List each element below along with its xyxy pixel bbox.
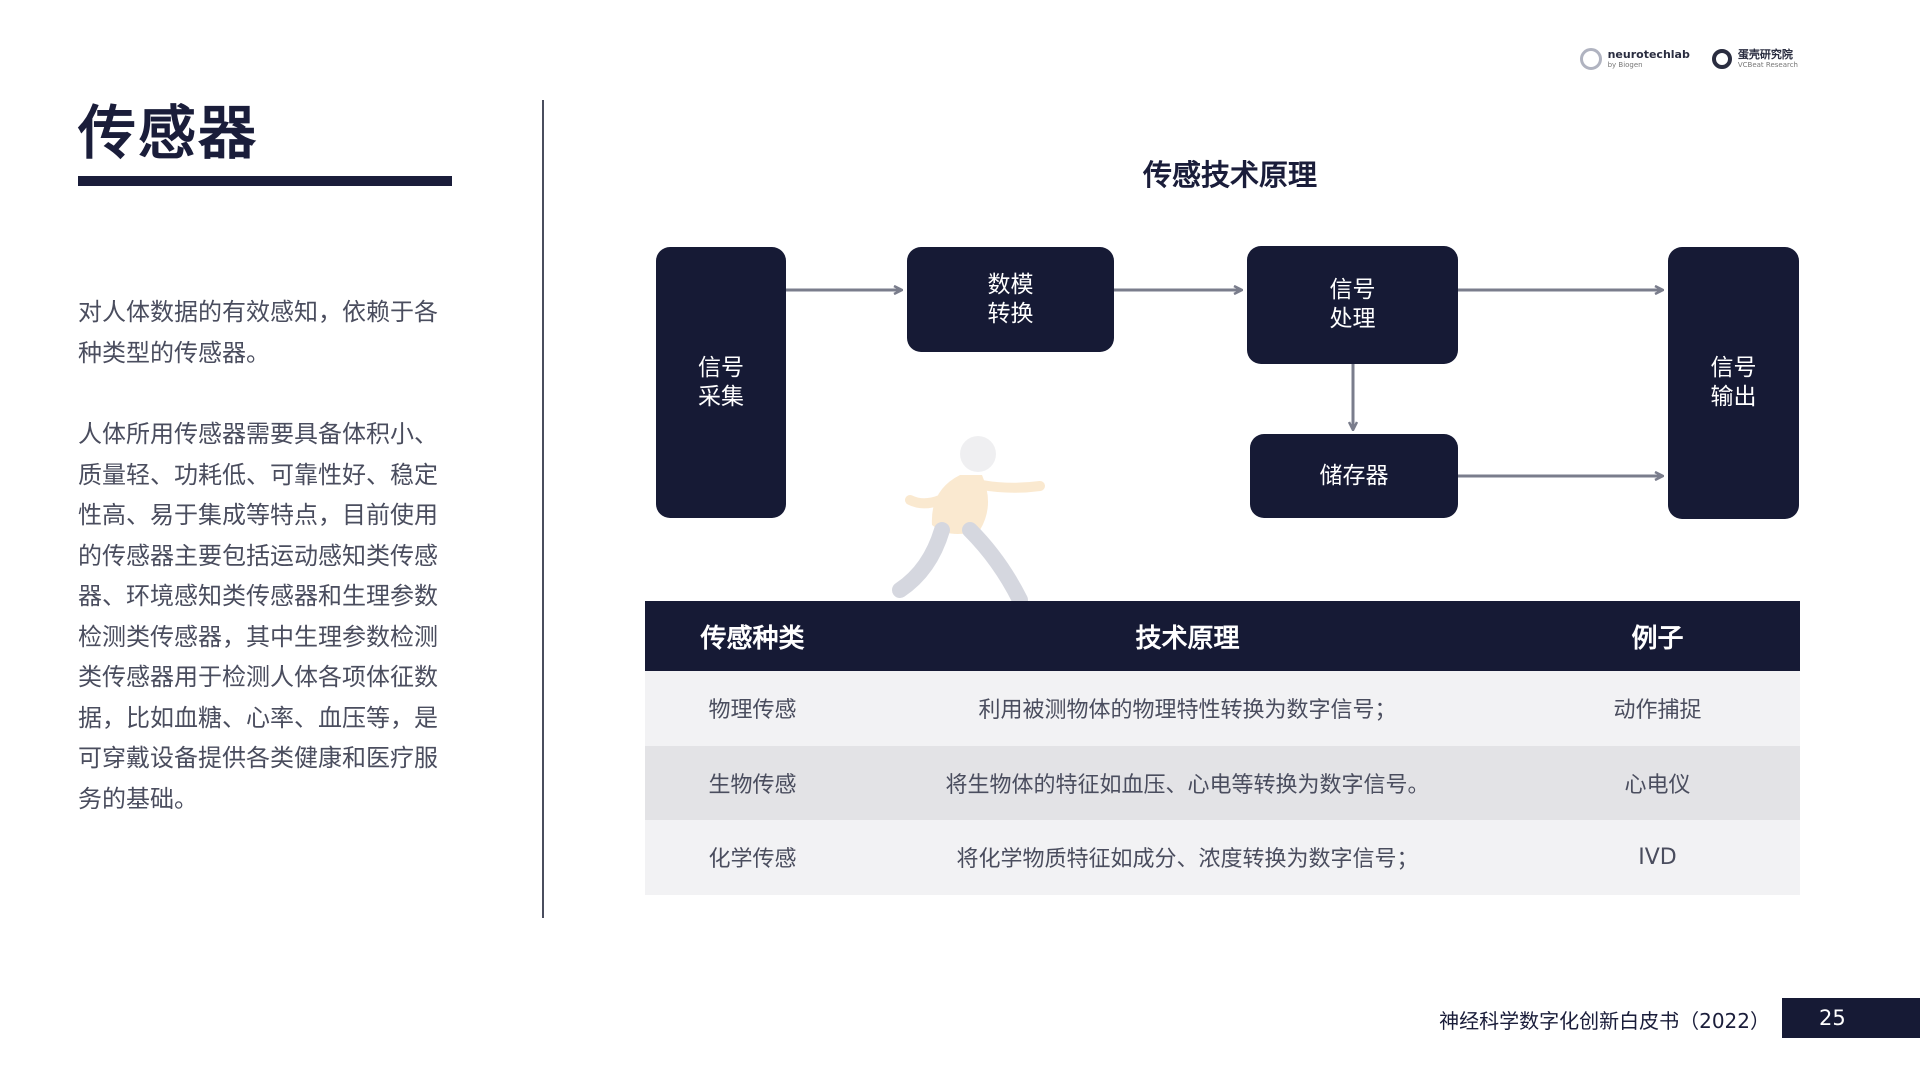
table-header-principle: 技术原理: [860, 601, 1515, 671]
table-cell-type: 生物传感: [645, 745, 860, 820]
vcbeat-logo: 蛋壳研究院 VCBeat Research: [1711, 47, 1798, 70]
vertical-divider: [542, 100, 544, 918]
node-storage-label: 储存器: [1319, 462, 1389, 489]
neurotechlab-logo-icon: [1579, 48, 1602, 70]
neurotechlab-logo-sub: by Biogen: [1607, 60, 1643, 69]
table-header-example: 例子: [1515, 601, 1800, 671]
table-row: 生物传感 将生物体的特征如血压、心电等转换为数字信号。 心电仪: [645, 745, 1800, 820]
partner-logos: neurotechlab by Biogen 蛋壳研究院 VCBeat Rese…: [1579, 47, 1798, 70]
diagram-title: 传感技术原理: [1142, 158, 1317, 192]
intro-paragraph: 对人体数据的有效感知，依赖于各种类型的传感器。: [78, 298, 438, 367]
node-signal-output: 信号 输出: [1668, 247, 1799, 519]
table-cell-type: 物理传感: [645, 671, 860, 746]
node-signal-output-label: 信号 输出: [1710, 355, 1757, 410]
node-ad-conversion: 数模 转换: [907, 247, 1114, 352]
table-header-type: 传感种类: [645, 601, 860, 671]
table-header-row: 传感种类 技术原理 例子: [645, 601, 1800, 671]
body-paragraph: 人体所用传感器需要具备体积小、质量轻、功耗低、可靠性好、稳定性高、易于集成等特点…: [78, 420, 438, 813]
table-cell-example: IVD: [1515, 820, 1800, 895]
node-signal-acquisition: 信号 采集: [656, 247, 786, 518]
page-title: 传感器: [78, 99, 259, 167]
neurotechlab-logo: neurotechlab by Biogen: [1579, 47, 1690, 70]
table-row: 物理传感 利用被测物体的物理特性转换为数字信号； 动作捕捉: [645, 671, 1800, 746]
table-cell-principle: 将生物体的特征如血压、心电等转换为数字信号。: [860, 745, 1515, 820]
table-row: 化学传感 将化学物质特征如成分、浓度转换为数字信号； IVD: [645, 820, 1800, 895]
node-signal-acquisition-label: 信号 采集: [698, 354, 744, 410]
node-ad-conversion-label: 数模 转换: [987, 271, 1034, 327]
title-underline: [78, 176, 452, 186]
table-cell-type: 化学传感: [645, 820, 860, 895]
vcbeat-logo-sub: VCBeat Research: [1737, 60, 1798, 69]
table-cell-principle: 利用被测物体的物理特性转换为数字信号；: [860, 671, 1515, 746]
vcbeat-logo-icon: [1711, 49, 1732, 69]
table-cell-example: 动作捕捉: [1515, 671, 1800, 746]
node-signal-processing-label: 信号 处理: [1329, 277, 1376, 332]
running-figure-illustration: [892, 436, 1045, 608]
neurotechlab-logo-name: neurotechlab: [1607, 47, 1690, 61]
table-cell-example: 心电仪: [1515, 745, 1800, 820]
page-number: 25: [1782, 998, 1920, 1038]
sensor-types-table: 传感种类 技术原理 例子 物理传感 利用被测物体的物理特性转换为数字信号； 动作…: [645, 601, 1800, 895]
vcbeat-logo-name: 蛋壳研究院: [1737, 47, 1793, 61]
node-signal-processing: 信号 处理: [1247, 246, 1458, 364]
footer-document-title: 神经科学数字化创新白皮书（2022）: [1439, 1009, 1770, 1033]
node-storage: 储存器: [1250, 434, 1458, 518]
table-cell-principle: 将化学物质特征如成分、浓度转换为数字信号；: [860, 820, 1515, 895]
